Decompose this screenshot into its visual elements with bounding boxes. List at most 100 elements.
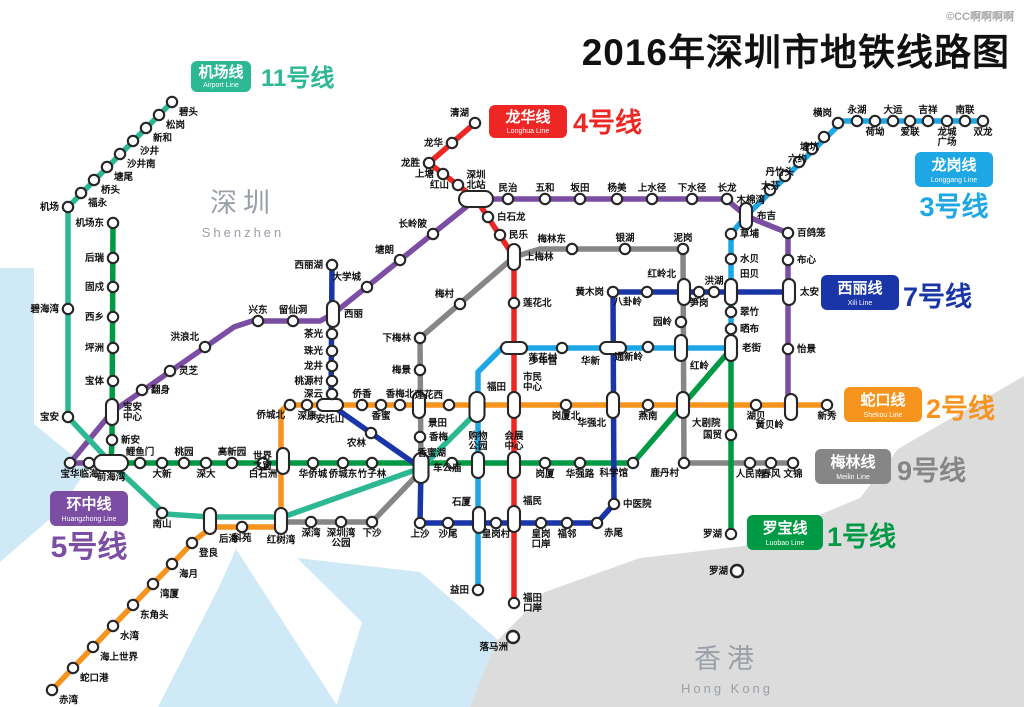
- station-marker[interactable]: [235, 520, 249, 534]
- station-marker[interactable]: [506, 390, 522, 420]
- station-marker[interactable]: [457, 189, 495, 209]
- station-marker[interactable]: [505, 629, 521, 645]
- station-marker[interactable]: [645, 192, 659, 206]
- station-marker[interactable]: [165, 95, 179, 109]
- station-marker[interactable]: [607, 497, 621, 511]
- station-marker[interactable]: [507, 596, 521, 610]
- station-marker[interactable]: [393, 398, 407, 412]
- station-marker[interactable]: [590, 516, 604, 530]
- station-marker[interactable]: [781, 226, 795, 240]
- station-marker[interactable]: [781, 342, 795, 356]
- station-marker[interactable]: [676, 277, 692, 307]
- station-marker[interactable]: [781, 253, 795, 267]
- station-marker[interactable]: [325, 299, 341, 329]
- station-marker[interactable]: [325, 258, 339, 272]
- station-marker[interactable]: [92, 453, 130, 473]
- station-marker[interactable]: [374, 398, 388, 412]
- station-marker[interactable]: [724, 428, 738, 442]
- station-marker[interactable]: [139, 121, 153, 135]
- station-marker[interactable]: [126, 134, 140, 148]
- station-marker[interactable]: [283, 398, 297, 412]
- station-marker[interactable]: [565, 242, 579, 256]
- station-marker[interactable]: [82, 456, 96, 470]
- station-marker[interactable]: [749, 398, 763, 412]
- station-marker[interactable]: [707, 285, 721, 299]
- station-marker[interactable]: [61, 200, 75, 214]
- station-marker[interactable]: [538, 456, 552, 470]
- station-marker[interactable]: [506, 450, 522, 480]
- station-marker[interactable]: [792, 155, 806, 169]
- station-marker[interactable]: [74, 186, 88, 200]
- station-marker[interactable]: [724, 527, 738, 541]
- station-marker[interactable]: [468, 116, 482, 130]
- station-marker[interactable]: [831, 116, 845, 130]
- station-marker[interactable]: [720, 192, 734, 206]
- station-marker[interactable]: [493, 228, 507, 242]
- station-marker[interactable]: [783, 392, 799, 422]
- station-marker[interactable]: [165, 557, 179, 571]
- station-marker[interactable]: [355, 398, 369, 412]
- station-marker[interactable]: [106, 374, 120, 388]
- station-marker[interactable]: [618, 242, 632, 256]
- station-marker[interactable]: [325, 359, 339, 373]
- station-marker[interactable]: [105, 433, 119, 447]
- station-marker[interactable]: [273, 506, 289, 536]
- station-marker[interactable]: [422, 156, 436, 170]
- station-marker[interactable]: [133, 456, 147, 470]
- station-marker[interactable]: [413, 363, 427, 377]
- station-marker[interactable]: [177, 456, 191, 470]
- station-marker[interactable]: [471, 583, 485, 597]
- station-marker[interactable]: [286, 314, 300, 328]
- station-marker[interactable]: [45, 683, 59, 697]
- station-marker[interactable]: [778, 169, 792, 183]
- station-marker[interactable]: [573, 456, 587, 470]
- station-marker[interactable]: [304, 515, 318, 529]
- station-marker[interactable]: [155, 506, 169, 520]
- station-marker[interactable]: [61, 302, 75, 316]
- station-marker[interactable]: [805, 142, 819, 156]
- station-marker[interactable]: [940, 114, 954, 128]
- station-marker[interactable]: [820, 398, 834, 412]
- station-marker[interactable]: [685, 192, 699, 206]
- station-marker[interactable]: [411, 390, 427, 420]
- station-marker[interactable]: [850, 114, 864, 128]
- station-marker[interactable]: [325, 344, 339, 358]
- station-marker[interactable]: [185, 536, 199, 550]
- station-marker[interactable]: [334, 515, 348, 529]
- station-marker[interactable]: [470, 450, 486, 480]
- station-marker[interactable]: [445, 136, 459, 150]
- station-marker[interactable]: [202, 506, 218, 536]
- station-marker[interactable]: [868, 114, 882, 128]
- station-marker[interactable]: [626, 456, 640, 470]
- station-marker[interactable]: [325, 374, 339, 388]
- station-marker[interactable]: [499, 340, 529, 356]
- station-marker[interactable]: [360, 280, 374, 294]
- station-marker[interactable]: [199, 456, 213, 470]
- station-marker[interactable]: [135, 383, 149, 397]
- station-marker[interactable]: [275, 446, 291, 476]
- station-marker[interactable]: [453, 297, 467, 311]
- station-marker[interactable]: [723, 277, 739, 307]
- station-marker[interactable]: [251, 314, 265, 328]
- station-marker[interactable]: [63, 456, 77, 470]
- station-marker[interactable]: [152, 108, 166, 122]
- station-marker[interactable]: [393, 253, 407, 267]
- station-marker[interactable]: [903, 114, 917, 128]
- station-marker[interactable]: [724, 322, 738, 336]
- station-marker[interactable]: [501, 192, 515, 206]
- station-marker[interactable]: [300, 398, 314, 412]
- station-marker[interactable]: [468, 390, 486, 424]
- station-marker[interactable]: [507, 296, 521, 310]
- station-marker[interactable]: [763, 183, 777, 197]
- station-marker[interactable]: [506, 504, 522, 534]
- station-marker[interactable]: [560, 516, 574, 530]
- station-marker[interactable]: [724, 252, 738, 266]
- station-marker[interactable]: [306, 456, 320, 470]
- station-marker[interactable]: [364, 426, 378, 440]
- station-marker[interactable]: [534, 516, 548, 530]
- station-marker[interactable]: [786, 456, 800, 470]
- station-marker[interactable]: [781, 277, 797, 307]
- station-marker[interactable]: [325, 387, 339, 401]
- station-marker[interactable]: [738, 201, 754, 231]
- station-marker[interactable]: [413, 516, 427, 530]
